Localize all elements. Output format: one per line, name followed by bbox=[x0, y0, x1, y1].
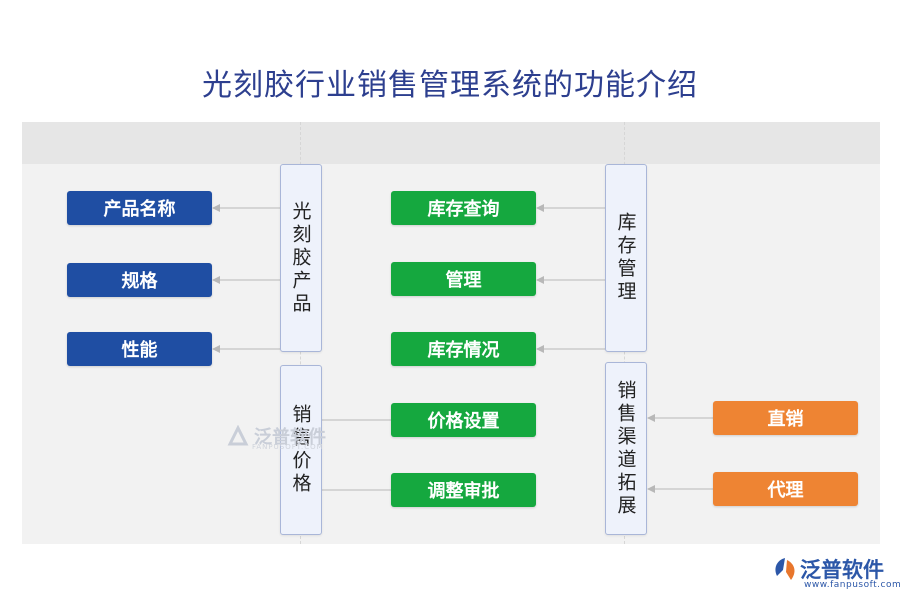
node-product-name: 产品名称 bbox=[67, 191, 212, 225]
category-product: 光刻胶产品 bbox=[280, 164, 322, 352]
category-channel: 销售渠道拓展 bbox=[605, 362, 647, 535]
node-spec: 规格 bbox=[67, 263, 212, 297]
watermark-text: 泛普软件 bbox=[254, 427, 326, 448]
logo-text: 泛普软件 bbox=[800, 558, 884, 582]
fanpu-logo-icon bbox=[775, 558, 795, 580]
category-product-label: 光刻胶产品 bbox=[289, 200, 312, 316]
node-inventory-query: 库存查询 bbox=[391, 191, 536, 225]
category-price: 销售价格 bbox=[280, 365, 322, 535]
watermark-subtext: FANPUSOFT.COM bbox=[252, 443, 324, 451]
node-management: 管理 bbox=[391, 262, 536, 296]
category-price-label: 销售价格 bbox=[289, 404, 312, 496]
node-inventory-status: 库存情况 bbox=[391, 332, 536, 366]
node-direct-sales: 直销 bbox=[713, 401, 858, 435]
node-performance: 性能 bbox=[67, 332, 212, 366]
node-adjust-approve: 调整审批 bbox=[391, 473, 536, 507]
diagram-header-band bbox=[22, 122, 880, 164]
category-channel-label: 销售渠道拓展 bbox=[614, 379, 637, 518]
logo-url: www.fanpusoft.com bbox=[804, 580, 900, 590]
page-title: 光刻胶行业销售管理系统的功能介绍 bbox=[202, 68, 698, 103]
node-agent: 代理 bbox=[713, 472, 858, 506]
watermark-logo-icon bbox=[227, 425, 249, 446]
category-inventory-label: 库存管理 bbox=[614, 212, 637, 304]
node-price-setting: 价格设置 bbox=[391, 403, 536, 437]
category-inventory: 库存管理 bbox=[605, 164, 647, 352]
